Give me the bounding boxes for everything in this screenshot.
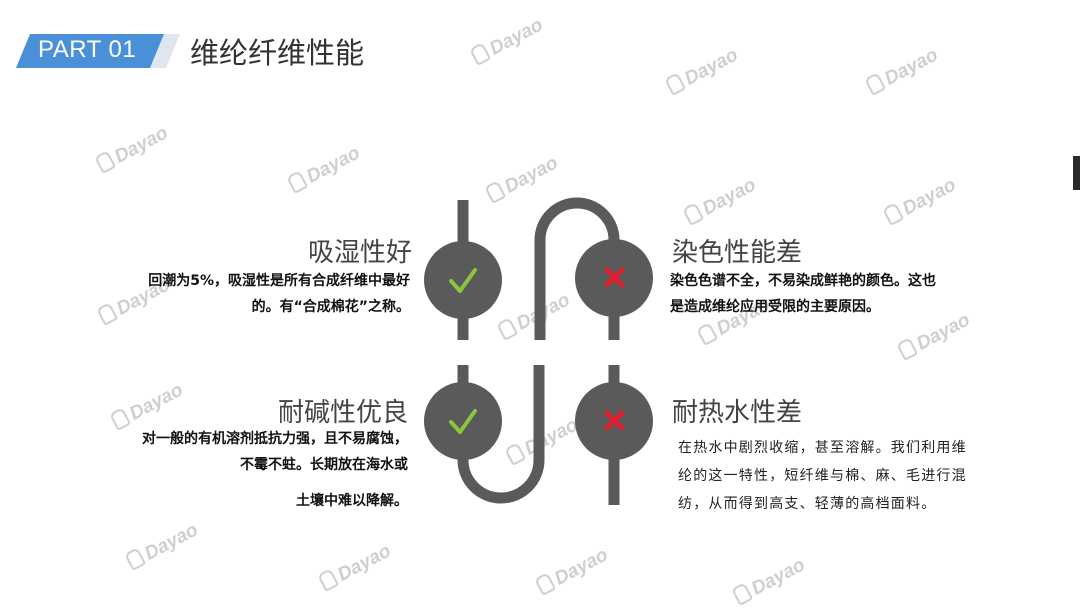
- feature-description-line: 纺，从而得到高支、轻薄的高档面料。: [678, 496, 937, 512]
- feature-description-line: 纶的这一特性，短纤维与棉、麻、毛进行混: [678, 468, 967, 484]
- feature-description-line: 在热水中剧烈收缩，甚至溶解。我们利用维: [678, 440, 967, 456]
- feature-description-line: 是造成维纶应用受限的主要原因。: [670, 299, 880, 315]
- feature-description: 染色色谱不全，不易染成鲜艳的颜色。这也 是造成维纶应用受限的主要原因。: [670, 268, 936, 320]
- feature-description-line: 染色色谱不全，不易染成鲜艳的颜色。这也: [670, 273, 936, 289]
- check-icon: [449, 409, 477, 434]
- edge-thumbnail: [1073, 156, 1080, 190]
- feature-description-line: 的。有“合成棉花”之称。: [251, 299, 410, 315]
- pipe-top-arch: [534, 197, 620, 340]
- feature-title: 耐热水性差: [672, 398, 803, 428]
- part-tag: PART 01: [16, 34, 164, 68]
- node-circle: [424, 241, 502, 319]
- pipe-bottom-u: [457, 365, 545, 504]
- feature-title: 耐碱性优良: [277, 398, 408, 428]
- feature-description: 回潮为5%，吸湿性是所有合成纤维中最好 的。有“合成棉花”之称。: [148, 268, 410, 320]
- cross-icon: [604, 267, 625, 288]
- part-label: PART 01: [38, 36, 137, 63]
- feature-title: 吸湿性好: [307, 238, 412, 268]
- feature-description-line: 不霉不蛀。长期放在海水或: [240, 457, 408, 473]
- feature-description-line: 土壤中难以降解。: [296, 493, 408, 509]
- feature-description-line: 对一般的有机溶剂抵抗力强，且不易腐蚀，: [142, 431, 408, 447]
- cross-icon: [604, 410, 625, 431]
- feature-description-line: 回潮为5%，吸湿性是所有合成纤维中最好: [148, 273, 410, 289]
- node-circle: [424, 382, 502, 460]
- section-title: 维纶纤维性能: [190, 36, 365, 70]
- feature-description: 对一般的有机溶剂抵抗力强，且不易腐蚀， 不霉不蛀。长期放在海水或 土壤中难以降解…: [142, 426, 408, 514]
- feature-title: 染色性能差: [672, 238, 803, 268]
- feature-description: 在热水中剧烈收缩，甚至溶解。我们利用维 纶的这一特性，短纤维与棉、麻、毛进行混 …: [678, 434, 967, 518]
- check-icon: [449, 268, 477, 293]
